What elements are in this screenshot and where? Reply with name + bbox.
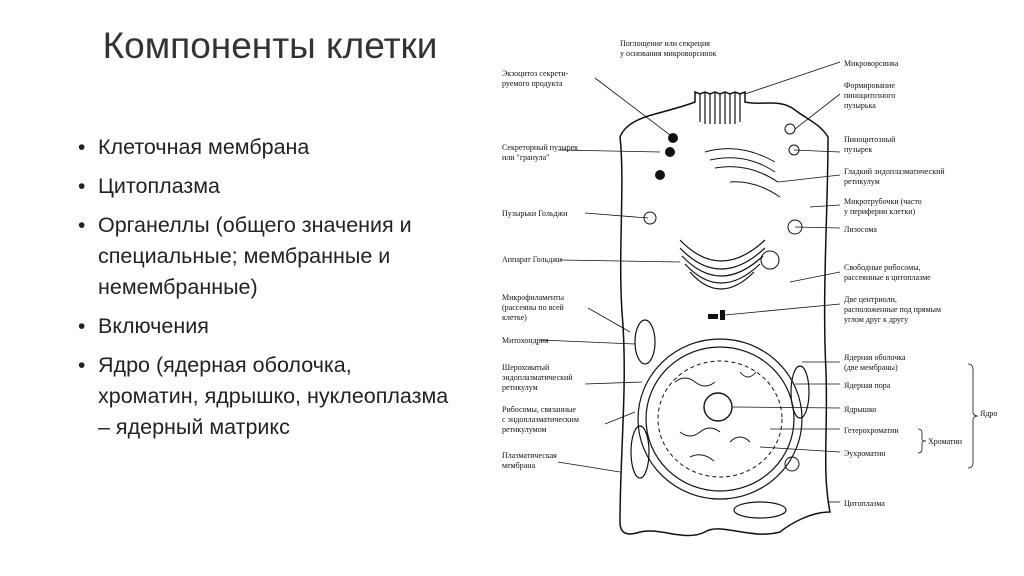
label-golgi-vesicles: Пузырьки Гольджи: [502, 209, 568, 218]
label-top-1: Поглощение или секреция: [620, 39, 710, 48]
label-group-nucleus: Ядро: [980, 409, 997, 418]
vesicles: [643, 123, 803, 472]
label-free-ribosomes-1: Свободные рибосомы,: [844, 263, 921, 272]
cell-diagram: Поглощение или секреция у основания микр…: [502, 39, 997, 537]
label-pinocytic-forming-1: Формирование: [844, 81, 895, 90]
label-microtubules-2: у периферии клетки): [844, 207, 916, 216]
bullet-item: Ядро (ядерная оболочка, хроматин, ядрышк…: [74, 350, 454, 443]
label-pinocytic-forming-3: пузырька: [844, 101, 876, 110]
centrioles: [708, 310, 725, 320]
label-centrioles-1: Две центриоли,: [844, 295, 897, 304]
label-cytoplasm: Цитоплазма: [844, 499, 885, 508]
label-microfilaments-1: Микрофиламенты: [502, 293, 565, 302]
label-pinocytic-vesicle-2: пузырек: [844, 145, 872, 154]
nucleus-bracket: [917, 363, 979, 469]
label-mitochondria: Митохондрия: [502, 336, 549, 345]
label-nuclear-envelope-1: Ядерная оболочка: [844, 353, 906, 362]
label-free-ribosomes-2: рассеянные в цитоплазме: [844, 273, 931, 282]
label-euchromatin: Эухроматин: [844, 449, 886, 458]
label-centrioles-3: углом друг к другу: [844, 315, 908, 324]
bullet-list: Клеточная мембрана Цитоплазма Органеллы …: [74, 132, 454, 451]
golgi-apparatus: [679, 239, 766, 290]
label-secretory-2: или "гранула": [502, 153, 549, 162]
bullet-item: Органеллы (общего значения и специальные…: [74, 210, 454, 303]
mitochondria: [630, 319, 810, 519]
bullet-item: Включения: [74, 311, 454, 342]
microvilli: [699, 92, 741, 124]
label-microtubules-1: Микротрубочки (часто: [844, 197, 922, 206]
pointer-lines-left: [539, 77, 681, 473]
label-rough-er-1: Шероховатый: [502, 363, 550, 372]
cell-outline: [619, 90, 831, 537]
nucleus: [637, 338, 803, 500]
label-nuclear-envelope-2: (две мембраны): [844, 363, 898, 372]
label-nuclear-pore: Ядерная пора: [844, 381, 891, 390]
secretory-granules: [655, 133, 678, 180]
label-rough-er-3: ретикулум: [502, 383, 538, 392]
label-secretory-1: Секреторный пузырек: [502, 143, 578, 152]
bullet-item: Цитоплазма: [74, 171, 454, 202]
label-ribosomes-er-2: с эндоплазматическим: [502, 415, 579, 424]
label-microfilaments-3: клетке): [502, 313, 527, 322]
label-plasma-membrane-1: Плазматическая: [502, 451, 557, 460]
smooth-er: [704, 148, 781, 198]
label-heterochromatin: Гетерохроматин: [844, 426, 899, 435]
label-ribosomes-er-3: ретикулумом: [502, 425, 547, 434]
label-top-2: у основания микроворсинок: [620, 49, 717, 58]
label-plasma-membrane-2: мембрана: [502, 461, 536, 470]
label-exocytosis-1: Экзоцитоз секрети-: [502, 69, 569, 78]
label-nucleolus: Ядрышко: [844, 405, 876, 414]
slide-title: Компоненты клетки: [102, 25, 438, 66]
label-ribosomes-er-1: Рибосомы, связанные: [502, 405, 576, 414]
label-centrioles-2: расположенные под прямым: [844, 305, 941, 314]
label-group-chromatin: Хроматин: [928, 437, 963, 446]
label-microfilaments-2: (рассеяны по всей: [502, 303, 565, 312]
label-lysosome: Лизосома: [844, 225, 877, 234]
pointer-lines-right: [724, 61, 841, 503]
label-pinocytic-forming-2: пиноцитозного: [844, 91, 895, 100]
label-exocytosis-2: руемого продукта: [502, 79, 563, 88]
bullet-item: Клеточная мембрана: [74, 132, 454, 163]
label-microvillus: Микроворсинка: [844, 59, 899, 68]
label-pinocytic-vesicle-1: Пиноцитозный: [844, 135, 896, 144]
label-rough-er-2: эндоплазматический: [502, 373, 573, 382]
label-smooth-er-2: ретикулум: [844, 177, 880, 186]
label-golgi: Аппарат Гольджи: [502, 255, 563, 264]
label-smooth-er-1: Гладкий эндоплазматический: [844, 167, 945, 176]
